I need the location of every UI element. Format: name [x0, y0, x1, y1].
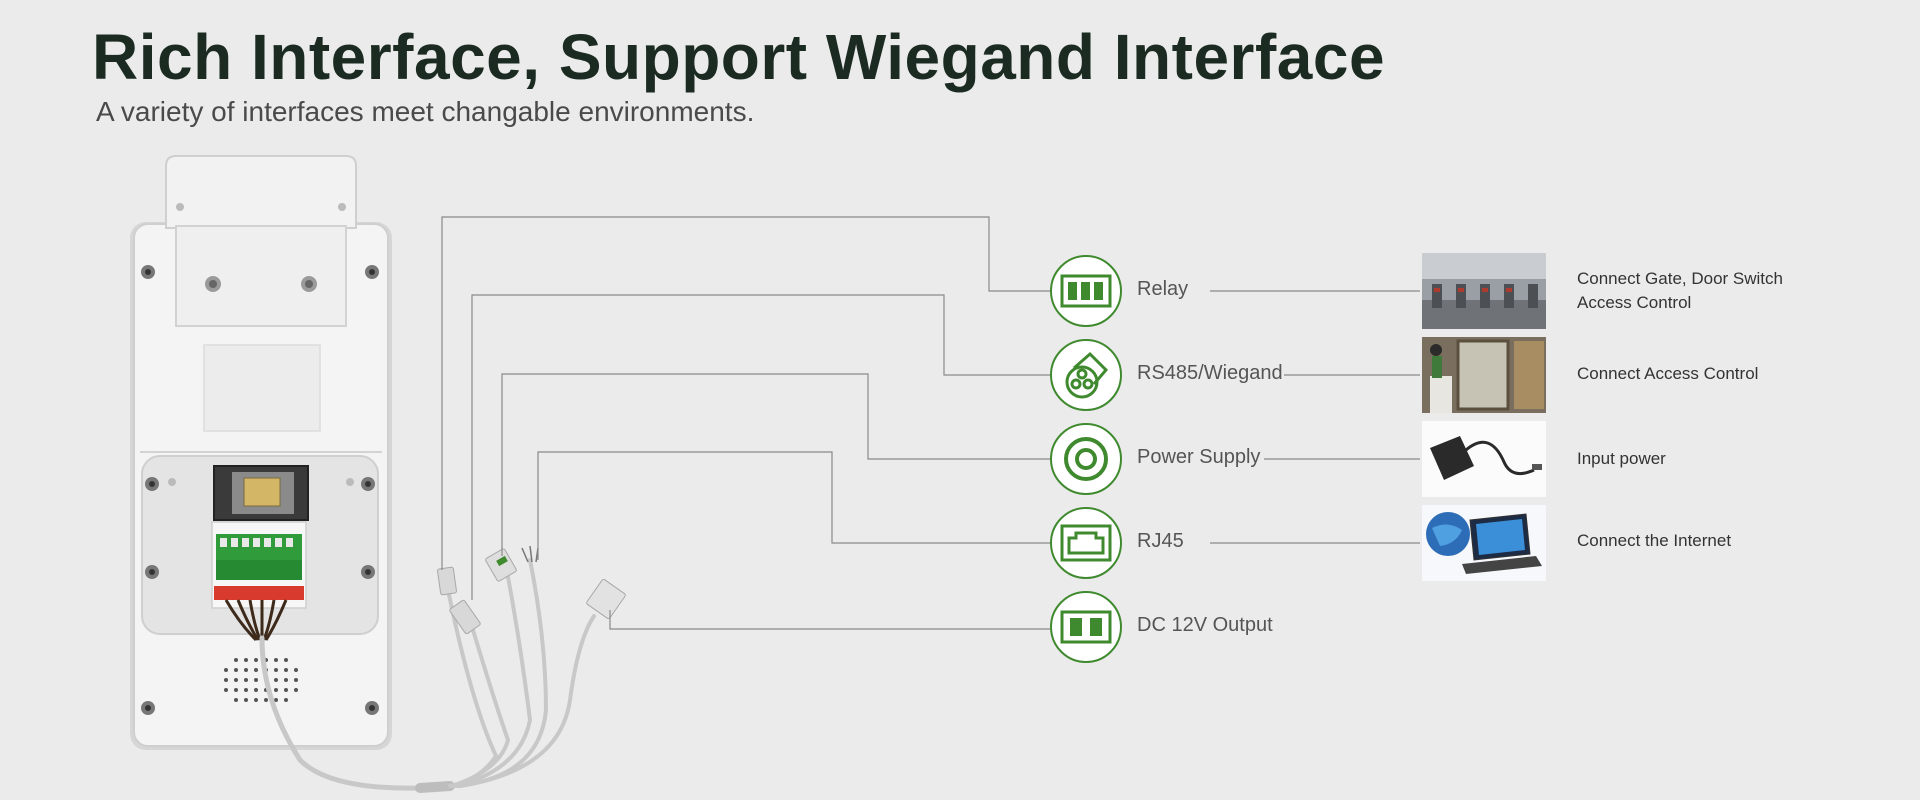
power-adapter-photo: [1422, 421, 1546, 497]
description-rs485-wiegand: Connect Access Control: [1577, 364, 1759, 383]
description-relay: Connect Gate, Door Switch Access Control: [1577, 267, 1783, 315]
power-jack-icon: [1050, 423, 1122, 495]
turnstile-gates-photo: [1422, 253, 1546, 329]
label-rj45: RJ45: [1137, 530, 1184, 552]
label-power-supply: Power Supply: [1137, 446, 1261, 468]
terminal-block: [211, 521, 307, 642]
page-subtitle: A variety of interfaces meet changable e…: [96, 96, 755, 127]
cable-connectors: [437, 545, 626, 635]
page-title: Rich Interface, Support Wiegand Interfac…: [92, 21, 1386, 93]
cable-harness: [259, 558, 596, 793]
connector-lines: [441, 216, 1420, 630]
dc-output-icon: [1050, 591, 1122, 663]
label-dc-12v-output: DC 12V Output: [1137, 614, 1273, 636]
relay-terminal-icon: [1050, 255, 1122, 327]
rj45-port-icon: [1050, 507, 1122, 579]
label-relay: Relay: [1137, 278, 1189, 300]
description-rj45: Connect the Internet: [1577, 531, 1732, 550]
wiegand-cable-icon: [1050, 339, 1122, 411]
label-rs485-wiegand: RS485/Wiegand: [1137, 362, 1283, 384]
description-relay-line-1: Connect Gate, Door Switch: [1577, 269, 1783, 288]
laptop-globe-photo: [1422, 505, 1546, 581]
card-slot: [213, 465, 309, 521]
description-power-supply: Input power: [1577, 449, 1666, 468]
access-control-door-photo: [1422, 337, 1546, 413]
description-relay-line-2: Access Control: [1577, 293, 1692, 312]
